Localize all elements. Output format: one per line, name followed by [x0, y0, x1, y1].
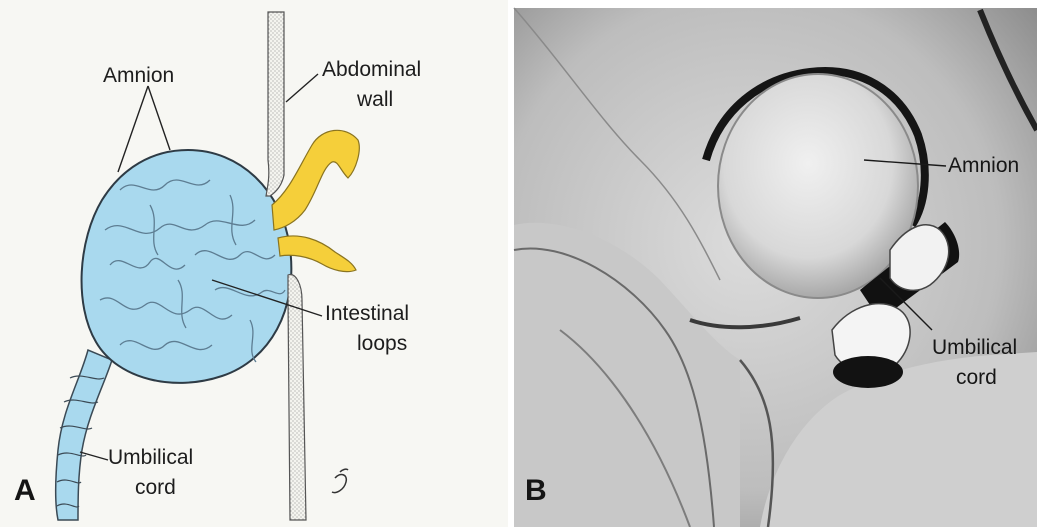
label-abdominal-wall-line2: wall: [356, 88, 393, 111]
amnion-sac-photo: [718, 74, 918, 298]
label-amnion-a: Amnion: [103, 64, 174, 87]
panel-b: Amnion Umbilical cord B: [512, 0, 1037, 527]
label-amnion-b: Amnion: [948, 154, 1019, 177]
label-intestinal-loops-line2: loops: [357, 332, 407, 355]
panel-letter-a: A: [14, 474, 36, 507]
label-umbilical-cord-b-line2: cord: [956, 366, 997, 389]
label-umbilical-cord-a-line2: cord: [135, 476, 176, 499]
panel-a: Amnion Abdominal wall Intestinal loops U…: [0, 0, 508, 527]
label-intestinal-loops-line1: Intestinal: [325, 302, 409, 325]
label-abdominal-wall-line1: Abdominal: [322, 58, 421, 81]
panel-letter-b: B: [525, 474, 547, 507]
label-umbilical-cord-a-line1: Umbilical: [108, 446, 193, 469]
amnion-sac-drawing: [82, 150, 292, 383]
label-umbilical-cord-b-line1: Umbilical: [932, 336, 1017, 359]
